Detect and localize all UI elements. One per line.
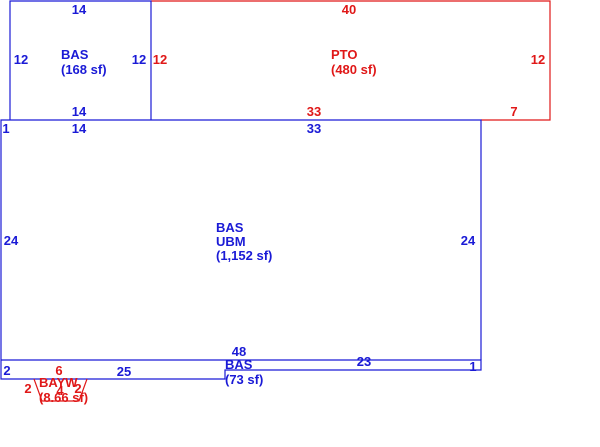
bas-small-area: 14 12 12 14 BAS (168 sf)	[9, 0, 152, 120]
bas-main-dim-top-left: 14	[72, 121, 87, 136]
bas-small-dim-bottom: 14	[72, 104, 87, 119]
bay-window-outline	[33, 378, 88, 402]
bas-main-dim-top-mid: 33	[307, 121, 321, 136]
pto-area-value: (480 sf)	[331, 62, 377, 77]
bas-main-dim-left: 24	[4, 233, 19, 248]
bas-main-area-value: (1,152 sf)	[216, 248, 272, 263]
bas-small-area-value: (168 sf)	[61, 62, 107, 77]
bas-strip-dim-right-top: 23	[357, 354, 371, 369]
bas-main-dim-corner: 1	[2, 121, 9, 136]
bay-window-dim-top: 6	[55, 363, 62, 378]
pto-dim-left: 12	[153, 52, 167, 67]
bas-small-outline	[9, 0, 152, 120]
bas-strip-outline	[0, 359, 482, 380]
bas-main-sublabel: UBM	[216, 234, 246, 249]
bas-strip-area-value: (73 sf)	[225, 372, 263, 387]
bas-strip-dim-bottom: 25	[117, 364, 131, 379]
bas-strip-label: BAS	[225, 357, 253, 372]
pto-dim-top: 40	[342, 2, 356, 17]
bas-main-outline	[0, 119, 482, 360]
bas-small-dim-right: 12	[132, 52, 146, 67]
bas-small-dim-top: 14	[72, 2, 87, 17]
bas-main-area: 1 14 33 24 24 48 BAS UBM (1,152 sf)	[0, 119, 482, 360]
bas-small-label: BAS	[61, 47, 89, 62]
pto-dim-bottom-right: 7	[510, 104, 517, 119]
bay-window-dim-mid: 4	[56, 383, 64, 398]
bas-strip-dim-right: 1	[469, 359, 476, 374]
bay-window-area: 6 2 4 2 BAYW (8.66 sf)	[24, 363, 88, 405]
bas-main-label: BAS	[216, 220, 244, 235]
pto-dim-bottom-left: 33	[307, 104, 321, 119]
bay-window-dim-right: 2	[74, 381, 81, 396]
pto-dim-right: 12	[531, 52, 545, 67]
bay-window-dim-left: 2	[24, 381, 31, 396]
bay-window-label: BAYW	[39, 375, 78, 390]
pto-label: PTO	[331, 47, 358, 62]
bas-strip-dim-left: 2	[3, 363, 10, 378]
pto-outline	[151, 0, 551, 121]
bay-window-area-value: (8.66 sf)	[39, 390, 88, 405]
pto-area: 40 12 12 33 7 PTO (480 sf)	[151, 0, 551, 121]
bas-strip-area: 2 25 23 1 BAS (73 sf)	[0, 354, 482, 387]
bas-main-dim-right: 24	[461, 233, 476, 248]
bas-small-dim-left: 12	[14, 52, 28, 67]
bas-main-dim-bottom: 48	[232, 344, 246, 359]
